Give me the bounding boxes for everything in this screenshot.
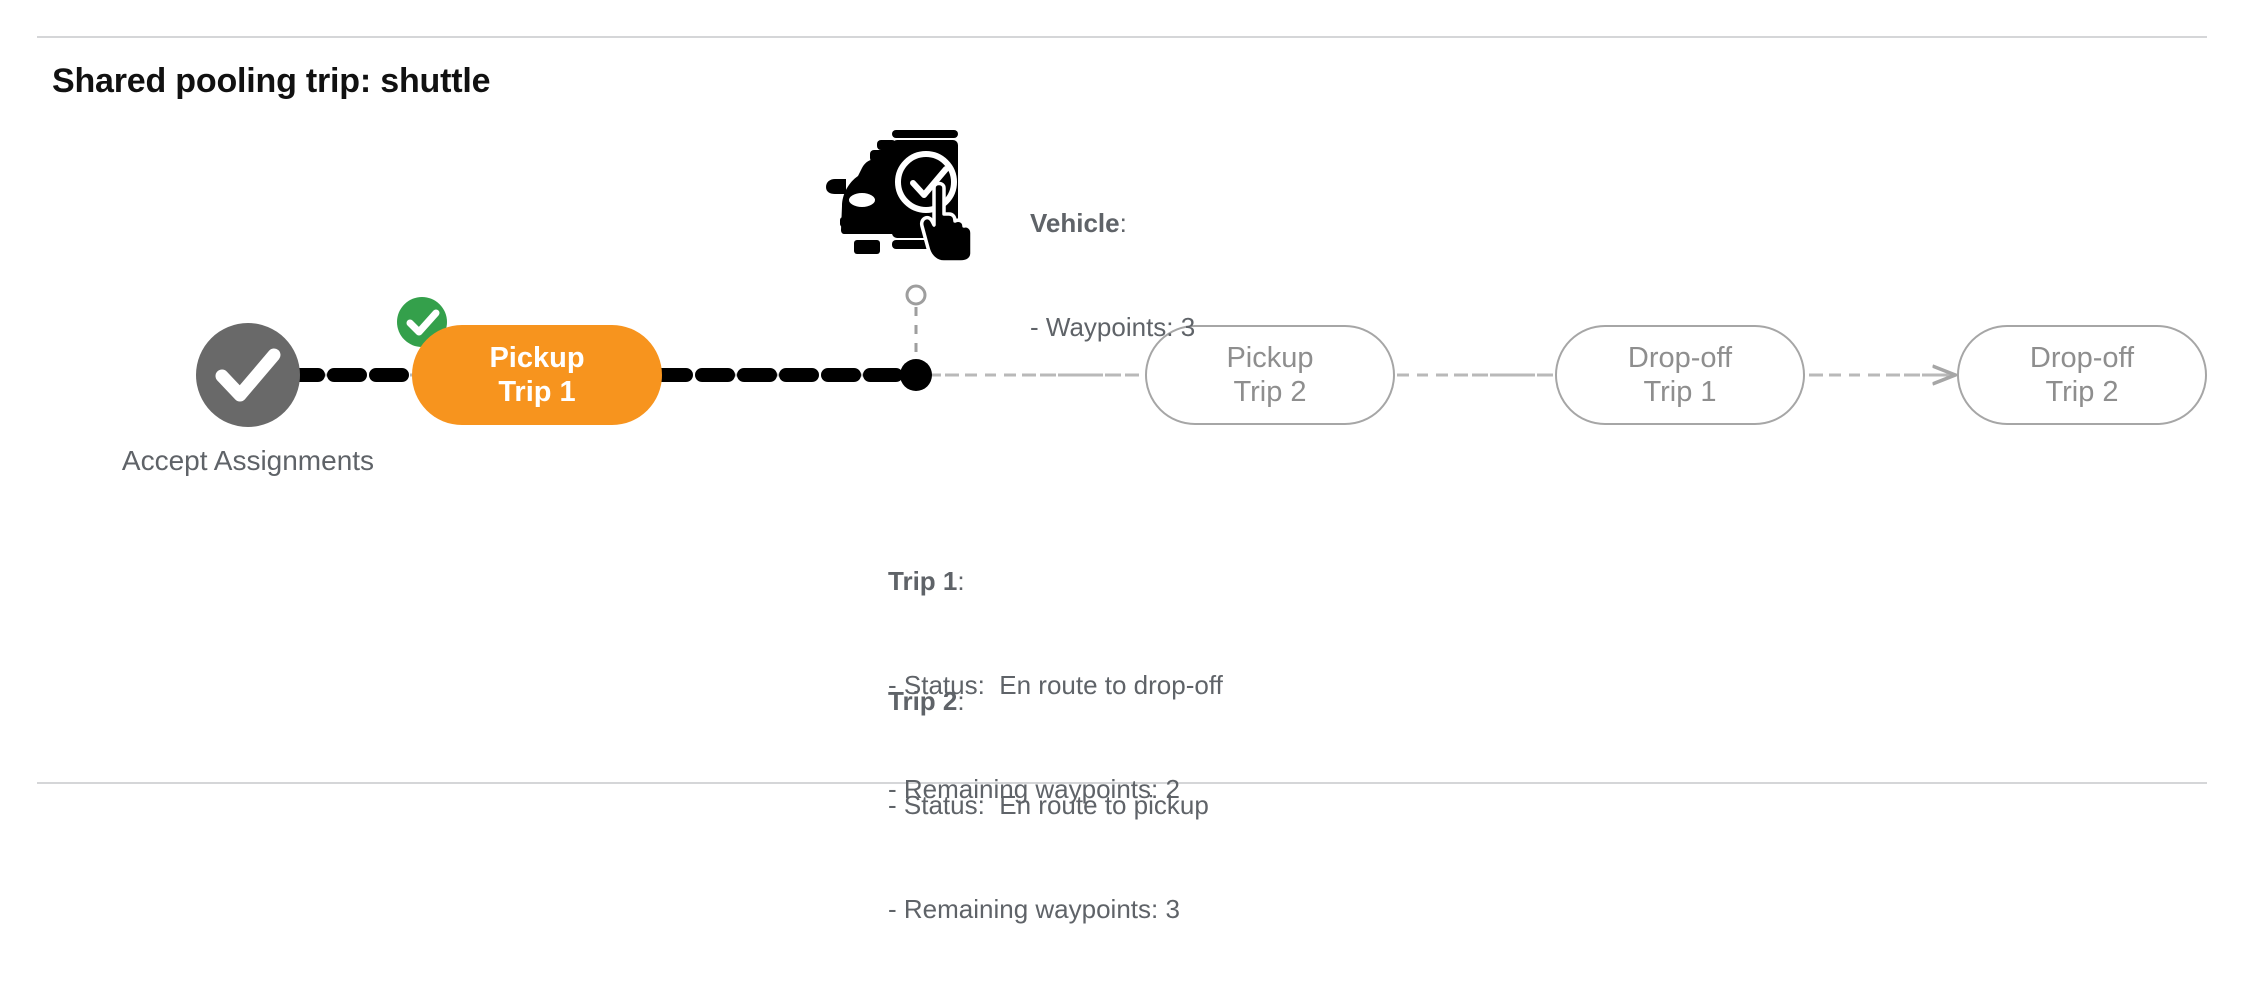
car-phone-check-icon [818, 122, 978, 264]
bottom-divider [37, 782, 2207, 784]
trip-2-annotation-header: Trip 2: [888, 684, 1209, 719]
trip-1-annotation-header-suffix: : [957, 566, 965, 597]
vehicle-annotation: Vehicle: - Waypoints: 3 [1030, 137, 1195, 414]
trip-2-annotation-header-label: Trip 2 [888, 686, 958, 717]
trip-1-annotation-header-label: Trip 1 [888, 566, 958, 597]
start-node-check-circle-icon[interactable] [196, 323, 300, 427]
page-title: Shared pooling trip: shuttle [52, 62, 491, 100]
trip-2-status-row: - Status: En route to pickup [888, 789, 1209, 820]
start-node-caption-line1: Accept [121, 445, 208, 476]
diagram-canvas: Shared pooling trip: shuttle [37, 36, 2207, 924]
trip-2-annotation-header-suffix: : [957, 686, 965, 717]
trip-2-waypoints-row: - Remaining waypoints: 3 [888, 893, 1180, 924]
vehicle-annotation-header-label: Vehicle [1030, 208, 1120, 239]
top-divider [37, 36, 2207, 38]
step-label-line2: Trip 1 [498, 376, 576, 408]
step-label-line2: Trip 2 [2045, 376, 2119, 408]
timeline-step-pickup-trip-2[interactable]: Pickup Trip 2 [1145, 325, 1395, 425]
timeline-step-dropoff-trip-1[interactable]: Drop-off Trip 1 [1555, 325, 1805, 425]
trip-1-annotation: Trip 1: - Status: En route to drop-off -… [888, 495, 1223, 875]
trip-1-annotation-header: Trip 1: [888, 564, 1223, 599]
step-label-line1: Drop-off [1627, 341, 1733, 374]
timeline-step-dropoff-trip-2[interactable]: Drop-off Trip 2 [1957, 325, 2207, 425]
trip-1-waypoints-row: - Remaining waypoints: 2 [888, 773, 1180, 804]
step-label-line1: Pickup [489, 341, 585, 374]
step-label-line1: Drop-off [2029, 341, 2135, 374]
start-node-caption: Accept Assignments [78, 444, 418, 478]
vehicle-annotation-header-suffix: : [1119, 208, 1127, 239]
vehicle-annotation-row: - Waypoints: 3 [1030, 311, 1196, 342]
step-label-line2: Trip 1 [1643, 376, 1717, 408]
step-label-line2: Trip 2 [1233, 376, 1307, 408]
timeline-step-pickup-trip-1[interactable]: Pickup Trip 1 [412, 325, 662, 425]
start-node-caption-line2: Assignments [213, 445, 375, 476]
trip-2-annotation: Trip 2: - Status: En route to pickup - R… [888, 615, 1209, 995]
trip-1-status-row: - Status: En route to drop-off [888, 669, 1223, 700]
vehicle-position-marker [900, 284, 932, 391]
step-label-line1: Pickup [1226, 341, 1314, 374]
vehicle-annotation-header: Vehicle: [1030, 206, 1195, 241]
